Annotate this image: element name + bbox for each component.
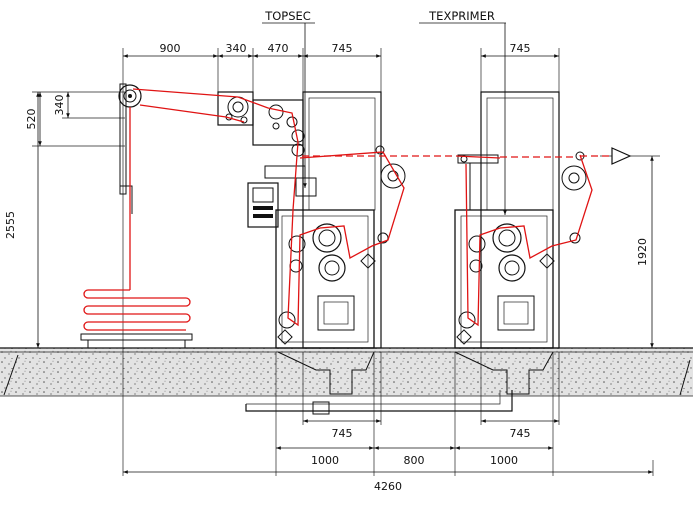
dim-470: 470: [268, 42, 289, 55]
dim-900: 900: [160, 42, 181, 55]
dim-340-top: 340: [226, 42, 247, 55]
web-path: [83, 88, 612, 331]
control-panel: [247, 182, 279, 228]
panel-screen: [252, 187, 274, 203]
title-topsec: TOPSEC: [264, 9, 311, 23]
underground-pipe: [245, 390, 513, 415]
ground: [0, 347, 693, 397]
transfer-rail: [457, 154, 499, 164]
catch-table: [80, 333, 193, 341]
ground-fill: [0, 348, 693, 396]
festoon-loops: [83, 289, 191, 331]
dim-1920: 1920: [636, 238, 649, 266]
dim-745-texprimer-top: 745: [510, 42, 531, 55]
dim-1000-topsec: 1000: [311, 454, 339, 467]
dimension-lines: [36, 54, 654, 476]
dim-2555: 2555: [4, 211, 17, 239]
break-mark-left: [3, 354, 19, 396]
hollow-arrow-icon: [611, 147, 632, 165]
break-mark-right: [679, 359, 691, 396]
pit-topsec: [277, 351, 375, 395]
dimension-labels: 900 340 470 745 745 520 340 2555 1920 74…: [4, 42, 649, 493]
unwinder-stand: [80, 83, 193, 348]
machine-titles: TOPSEC TEXPRIMER: [262, 9, 507, 215]
dim-4260: 4260: [374, 480, 402, 493]
dim-745-texprimer-bottom: 745: [510, 427, 531, 440]
dim-745-topsec-bottom: 745: [332, 427, 353, 440]
dim-1000-texprimer: 1000: [490, 454, 518, 467]
dim-800: 800: [404, 454, 425, 467]
title-texprimer: TEXPRIMER: [428, 9, 495, 23]
machine-topsec: [247, 91, 406, 349]
machine-texprimer: [454, 91, 587, 349]
dim-520: 520: [25, 109, 38, 130]
pit-texprimer: [454, 351, 554, 395]
dim-340-left: 340: [53, 95, 66, 116]
dim-745-topsec-top: 745: [332, 42, 353, 55]
